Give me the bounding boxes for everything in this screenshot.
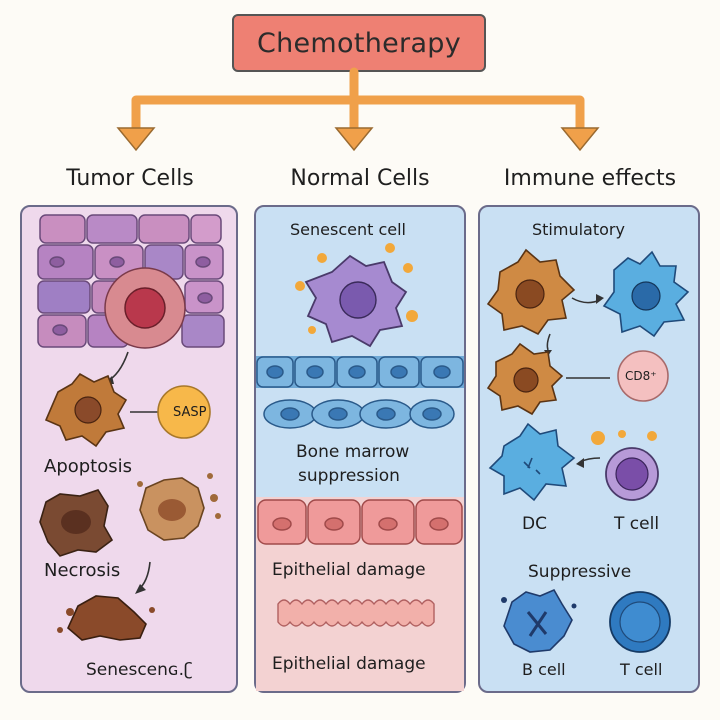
cd8-bubble [617, 350, 669, 402]
apoptotic-cell-illustration [44, 372, 128, 448]
senescent-cell-label: Senescent cell [290, 220, 406, 239]
t-cell-label-1: T cell [614, 514, 660, 534]
apoptosis-label: Apoptosis [44, 456, 133, 477]
necrosis-label: Necrosis [44, 560, 121, 581]
epithelial-damage-label-2: Epithelial damage [272, 654, 426, 674]
title-box: Chemotherapy [232, 14, 486, 72]
macrophage-illustration-2 [486, 342, 564, 416]
blue-cell-row-illustration [256, 356, 464, 388]
bone-marrow-cells-illustration [263, 399, 455, 429]
arrow-head-left [116, 127, 156, 152]
fragmented-cell-illustration [137, 473, 221, 541]
b-cell-illustration [501, 588, 577, 653]
heading-tumor-cells: Tumor Cells [66, 166, 194, 191]
t-cell-illustration-1 [605, 447, 659, 501]
heading-immune-effects: Immune effects [503, 166, 677, 191]
t-cell-label-2: T cell [620, 660, 663, 679]
necrotic-cell-illustration [39, 489, 114, 557]
dendritic-cell-illustration-2 [488, 422, 576, 502]
suppression-label: suppression [298, 466, 400, 486]
senescent-debris-illustration [57, 595, 155, 641]
cd8-label: CD8⁺ [625, 369, 657, 383]
t-cell-illustration-2 [609, 591, 671, 653]
stimulatory-label: Stimulatory [532, 220, 625, 239]
tumor-tissue-illustration [37, 214, 225, 349]
heading-normal-cells: Normal Cells [290, 166, 430, 191]
sasp-label: SASP [173, 405, 207, 420]
damaged-epithelium-illustration [277, 599, 435, 627]
epithelial-cells-illustration [257, 499, 463, 545]
branch-arrows [116, 67, 600, 152]
dendritic-cell-illustration-1 [602, 250, 690, 338]
suppressive-label: Suppressive [528, 562, 632, 582]
arrow-head-right [560, 127, 600, 152]
senescent-cell-illustration [295, 243, 418, 348]
senescence-label: Senescenɢ.ʗ [86, 660, 193, 680]
b-cell-label: B cell [522, 660, 566, 679]
arrow-head-middle [334, 127, 374, 152]
dc-label: DC [522, 514, 547, 534]
macrophage-illustration-1 [486, 248, 576, 336]
epithelial-damage-label-1: Epithelial damage [272, 560, 426, 580]
title-text: Chemotherapy [256, 27, 462, 59]
sasp-bubble [157, 385, 211, 439]
bone-marrow-label: Bone marrow [296, 442, 410, 462]
